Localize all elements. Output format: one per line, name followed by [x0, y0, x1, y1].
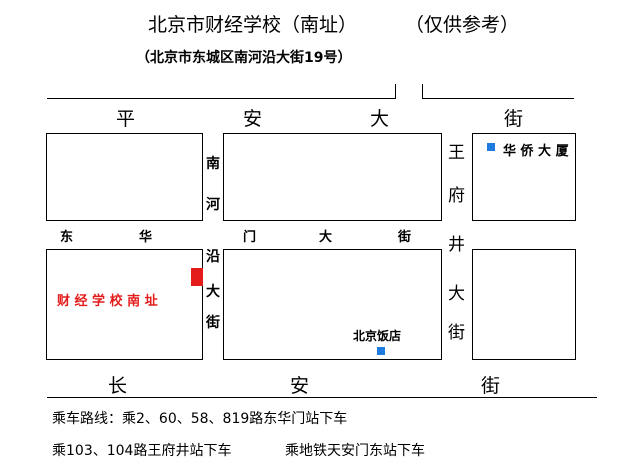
nanheyan-he: 河 — [206, 197, 220, 213]
school-marker — [191, 268, 203, 286]
address: （北京市东城区南河沿大街19号） — [136, 50, 352, 66]
road-label-jie: 街 — [504, 108, 524, 130]
reference-note: （仅供参考） — [405, 14, 520, 36]
pingan-street-north-edge-left — [47, 98, 396, 99]
huaqiao-marker — [487, 143, 495, 151]
donghuamen-jie: 街 — [398, 230, 412, 245]
huaqiao-label: 华 侨 大 厦 — [503, 144, 569, 159]
pingan-street-gap-right — [422, 84, 423, 98]
pingan-street-gap-left — [395, 84, 396, 98]
donghuamen-hua: 华 — [139, 230, 153, 245]
wangfujing-da: 大 — [448, 284, 465, 304]
wangfujing-wang: 王 — [448, 143, 465, 163]
road-label-an: 安 — [243, 108, 263, 130]
transit-route-bus: 乘车路线：乘2、60、58、819路东华门站下车 — [52, 411, 348, 427]
changan-jie: 街 — [481, 375, 501, 397]
donghuamen-men: 门 — [243, 230, 257, 245]
school-label: 财 经 学 校 南 址 — [57, 294, 158, 309]
changan-street-south-edge — [47, 397, 597, 398]
nanheyan-jie: 街 — [206, 315, 220, 331]
transit-route-bus-wangfujing: 乘103、104路王府井站下车 — [52, 443, 232, 459]
pingan-street-north-edge-right — [422, 98, 574, 99]
block-southwest — [46, 249, 203, 360]
wangfujing-jing: 井 — [448, 235, 465, 255]
changan-chang: 长 — [108, 375, 128, 397]
map-title: 北京市财经学校（南址） — [148, 14, 358, 36]
nanheyan-nan: 南 — [206, 156, 220, 172]
wangfujing-jie: 街 — [448, 323, 465, 343]
donghuamen-dong: 东 — [60, 230, 74, 245]
nanheyan-yan: 沿 — [206, 249, 220, 265]
wangfujing-fu: 府 — [448, 186, 465, 206]
block-south-center — [223, 249, 442, 360]
block-northwest — [46, 133, 203, 221]
block-north-center — [223, 133, 442, 221]
beijing-hotel-label: 北京饭店 — [353, 329, 402, 343]
block-southeast — [472, 249, 576, 360]
donghuamen-da: 大 — [319, 230, 333, 245]
changan-an: 安 — [290, 375, 310, 397]
road-label-da: 大 — [370, 108, 390, 130]
road-label-ping: 平 — [116, 108, 136, 130]
transit-route-subway: 乘地铁天安门东站下车 — [285, 443, 425, 459]
nanheyan-da: 大 — [206, 284, 220, 300]
beijing-hotel-marker — [377, 347, 385, 355]
